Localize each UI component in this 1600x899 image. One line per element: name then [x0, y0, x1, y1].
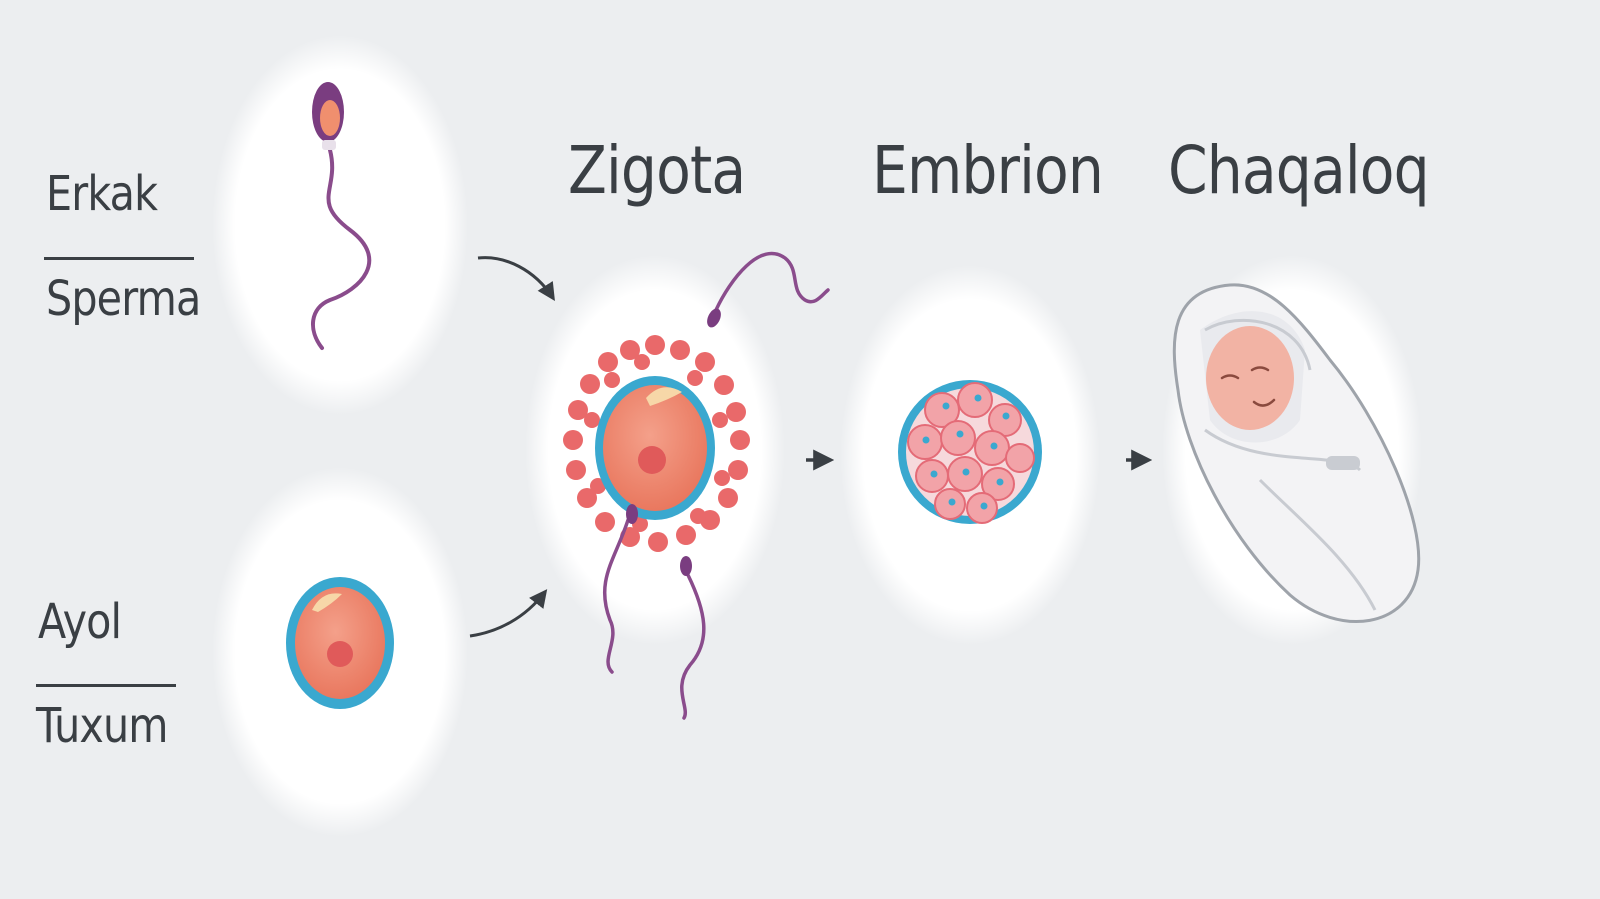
sperm-icon — [310, 82, 372, 350]
swaddled-baby-icon — [1172, 283, 1421, 623]
title-chaqaloq: Chaqaloq — [1168, 132, 1430, 209]
label-ayol: Ayol — [38, 594, 122, 650]
fertilized-egg-icon — [563, 251, 830, 720]
arrow-right-icon — [469, 256, 1153, 638]
egg-cell-icon — [286, 577, 394, 709]
title-embrion: Embrion — [872, 132, 1104, 209]
label-sperma: Sperma — [46, 271, 201, 327]
embryo-cell-cluster-icon — [898, 380, 1042, 524]
title-zigota: Zigota — [568, 132, 746, 209]
label-divider-female — [36, 684, 176, 687]
sperm-backdrop — [212, 35, 468, 415]
label-erkak: Erkak — [46, 166, 158, 222]
label-divider-male — [44, 257, 194, 260]
label-tuxum: Tuxum — [36, 698, 168, 754]
